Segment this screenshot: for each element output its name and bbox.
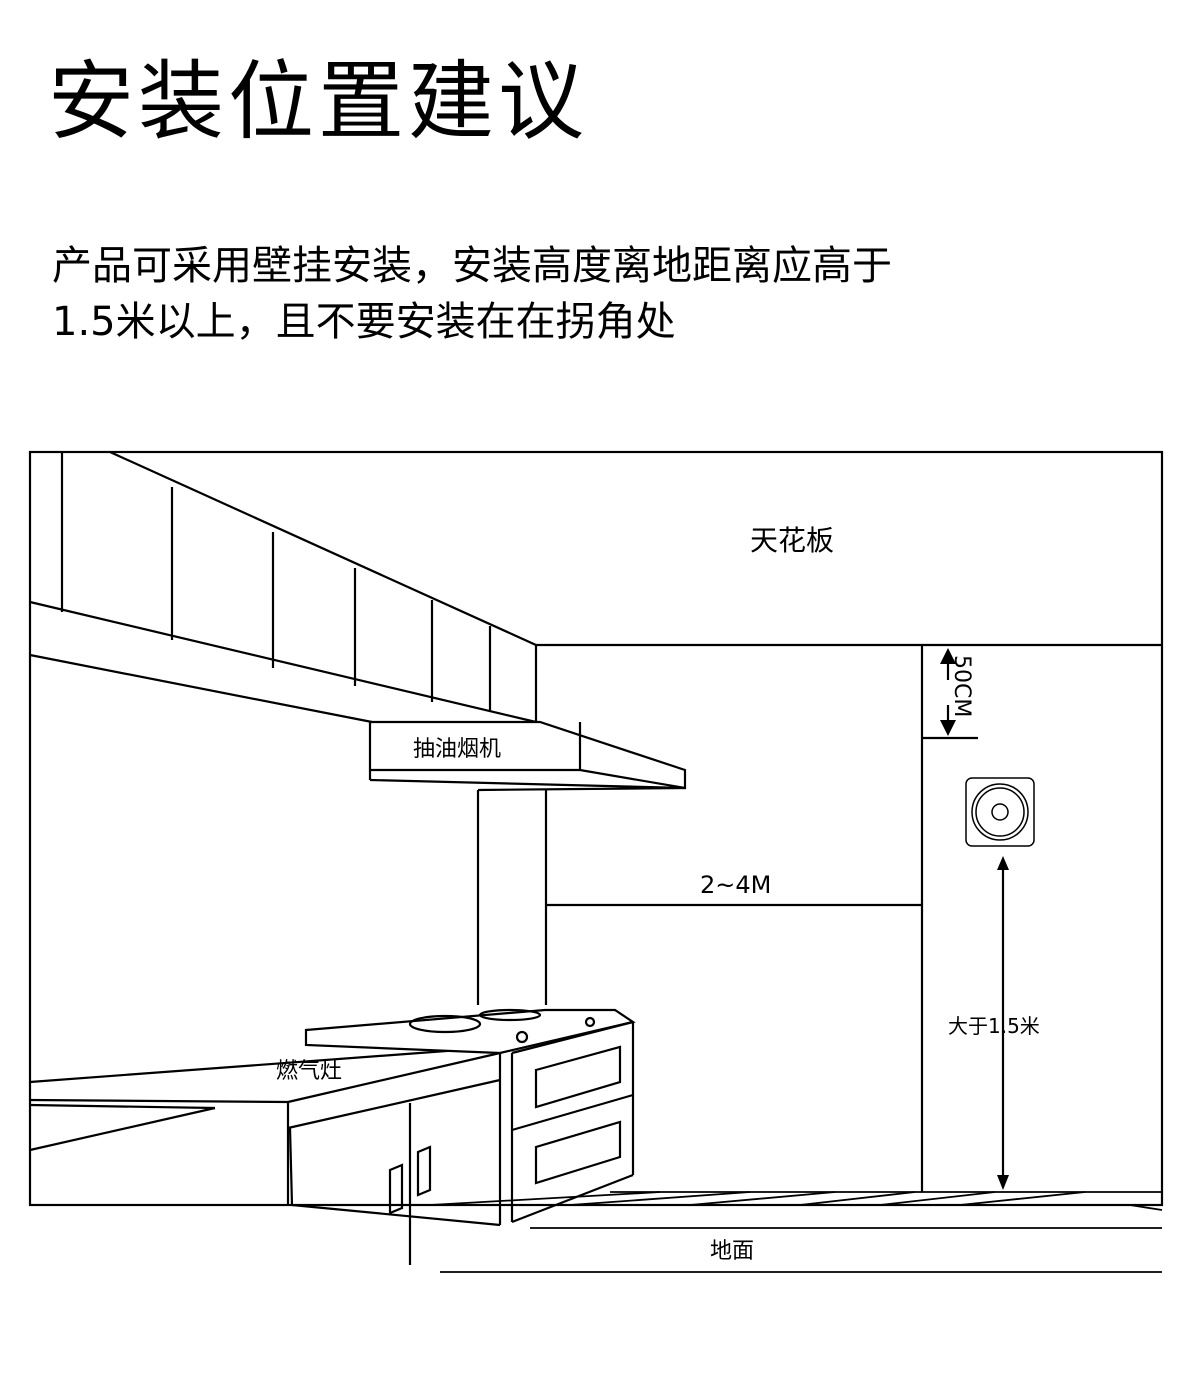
diagram-frame: [28, 450, 1164, 1207]
arrow-up-icon: [940, 648, 956, 664]
floor-tiles: [429, 1191, 1163, 1273]
arrow-up-icon: [997, 856, 1009, 870]
description-line-2: 1.5米以上，且不要安装在在拐角处: [52, 299, 676, 345]
arrow-down-icon: [940, 720, 956, 736]
stove-cabinet: [304, 1008, 636, 1224]
detector-device: [965, 777, 1035, 847]
install-description: 产品可采用壁挂安装，安装高度离地距离应高于 1.5米以上，且不要安装在在拐角处: [52, 238, 1152, 350]
range-hood: [368, 720, 687, 1005]
upper-cabinets: [29, 450, 538, 724]
floor-label: 地面: [710, 1239, 754, 1264]
page-title: 安装位置建议: [48, 52, 588, 152]
description-line-1: 产品可采用壁挂安装，安装高度离地距离应高于: [52, 243, 892, 289]
arrow-down-icon: [997, 1175, 1009, 1190]
hood-label: 抽油烟机: [413, 737, 501, 762]
ceiling-label: 天花板: [750, 524, 834, 557]
stove-label: 燃气灶: [276, 1059, 342, 1084]
mount-height-label: 大于1.5米: [948, 1014, 1040, 1038]
ceiling-gap-label: 50CM: [949, 655, 974, 717]
kitchen-counter: [29, 1045, 502, 1265]
room-height-label: 2~4M: [700, 871, 771, 899]
